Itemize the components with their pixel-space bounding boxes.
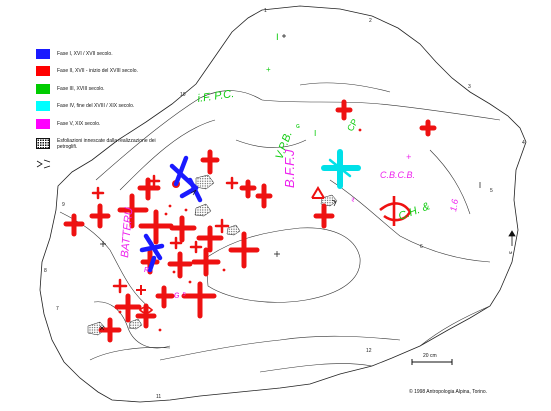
legend-item-fissure <box>36 156 186 171</box>
svg-text:ɢ ˢ: ɢ ˢ <box>174 290 186 301</box>
contour-line <box>119 119 216 191</box>
exfoliation-area <box>195 174 215 190</box>
svg-text:CP: CP <box>345 117 360 133</box>
point-number: 7 <box>56 306 59 312</box>
legend-swatch <box>36 101 50 111</box>
svg-text:C.B.C.B.: C.B.C.B. <box>380 170 415 180</box>
contour-line <box>89 347 171 361</box>
contour-line <box>95 90 263 181</box>
svg-text:ꝛ: ꝛ <box>350 195 355 204</box>
legend-swatch <box>36 48 50 59</box>
stipple-swatch <box>36 138 50 149</box>
contour-line <box>419 305 491 347</box>
legend-swatch <box>36 118 50 129</box>
contour-line <box>261 99 501 121</box>
contour-line <box>329 179 491 263</box>
svg-text:+: + <box>266 65 271 74</box>
rock-outline <box>39 5 527 403</box>
point-number: 8 <box>44 268 47 274</box>
contour-line <box>429 149 471 215</box>
contour-line <box>259 363 373 373</box>
svg-text:1.6: 1.6 <box>448 198 460 212</box>
fissure-symbol-icon <box>36 159 51 168</box>
contour-line <box>205 227 361 303</box>
legend-label: Fase II, XVII - inizio del XVIII secolo. <box>57 68 138 74</box>
svg-text:+: + <box>406 152 411 162</box>
point-number: 2 <box>369 18 372 24</box>
north-label: M <box>509 250 513 255</box>
legend: Fase I, XVI / XVII secolo. Fase II, XVII… <box>36 46 186 174</box>
svg-text:Ⅰ: Ⅰ <box>314 129 316 138</box>
contour-line <box>299 82 391 93</box>
legend-label: Fase IV, fine del XVIII / XIX secolo. <box>57 103 135 109</box>
point-number: 10 <box>180 92 186 98</box>
legend-item-phase-1: Fase I, XVI / XVII secolo. <box>36 46 186 61</box>
point-number: 4 <box>522 140 525 146</box>
svg-text:ʀ: ʀ <box>144 264 149 274</box>
point-number: 3 <box>468 84 471 90</box>
legend-item-exfoliation: Esfoliazioni innescate dalla realizzazio… <box>36 134 186 154</box>
svg-text:B.F.F.J: B.F.F.J <box>282 149 297 188</box>
exfoliation-area <box>226 224 241 236</box>
legend-swatch <box>36 83 50 94</box>
contour-line <box>59 211 151 309</box>
point-number: 1 <box>264 8 267 14</box>
exfoliation-area <box>128 318 143 330</box>
point-number: 9 <box>62 202 65 208</box>
phase-4-glyphs <box>321 149 361 189</box>
legend-label: Esfoliazioni innescate dalla realizzazio… <box>57 137 156 150</box>
contour-line <box>159 335 401 361</box>
copyright-note: © 1998 Antropologia Alpina, Torino. <box>409 389 488 395</box>
legend-label: Fase III, XVIII secolo. <box>57 85 105 92</box>
legend-label: Fase I, XVI / XVII secolo. <box>57 50 113 57</box>
legend-item-phase-3: Fase III, XVIII secolo. <box>36 81 186 96</box>
svg-text:i.F. P.C.: i.F. P.C. <box>197 88 235 105</box>
phase-2-glyphs <box>63 99 437 343</box>
legend-item-phase-5: Fase V, XIX secolo. <box>36 116 186 131</box>
scale-bar-label: 20 cm <box>423 353 437 359</box>
north-arrow <box>508 230 516 246</box>
exfoliation-area <box>320 194 338 207</box>
legend-item-phase-2: Fase II, XVII - inizio del XVIII secolo. <box>36 64 186 79</box>
contour-line <box>235 139 307 148</box>
point-number: 11 <box>156 394 161 400</box>
reference-marks <box>99 34 481 331</box>
svg-text:ɢ: ɢ <box>296 123 300 130</box>
exfoliation-area <box>194 203 212 217</box>
legend-label: Fase V, XIX secolo. <box>57 120 101 127</box>
point-number: 5 <box>490 188 493 194</box>
svg-text:BATTERU: BATTERU <box>119 207 135 258</box>
point-number: 6 <box>420 244 423 250</box>
phase-5-glyphs: B.F.F.J C.B.C.B. + BATTERU ʀ ɢ ˢ 1.6 ꝛ <box>119 149 460 301</box>
point-number: 12 <box>366 348 372 354</box>
phase-1-glyphs <box>139 155 203 273</box>
legend-swatch <box>36 66 50 76</box>
legend-item-phase-4: Fase IV, fine del XVIII / XIX secolo. <box>36 99 186 114</box>
svg-text:Ⅰ: Ⅰ <box>276 32 279 42</box>
scale-bar <box>411 359 453 365</box>
survey-point-numbers: 1 2 3 4 5 6 7 8 9 10 11 12 <box>44 8 525 400</box>
